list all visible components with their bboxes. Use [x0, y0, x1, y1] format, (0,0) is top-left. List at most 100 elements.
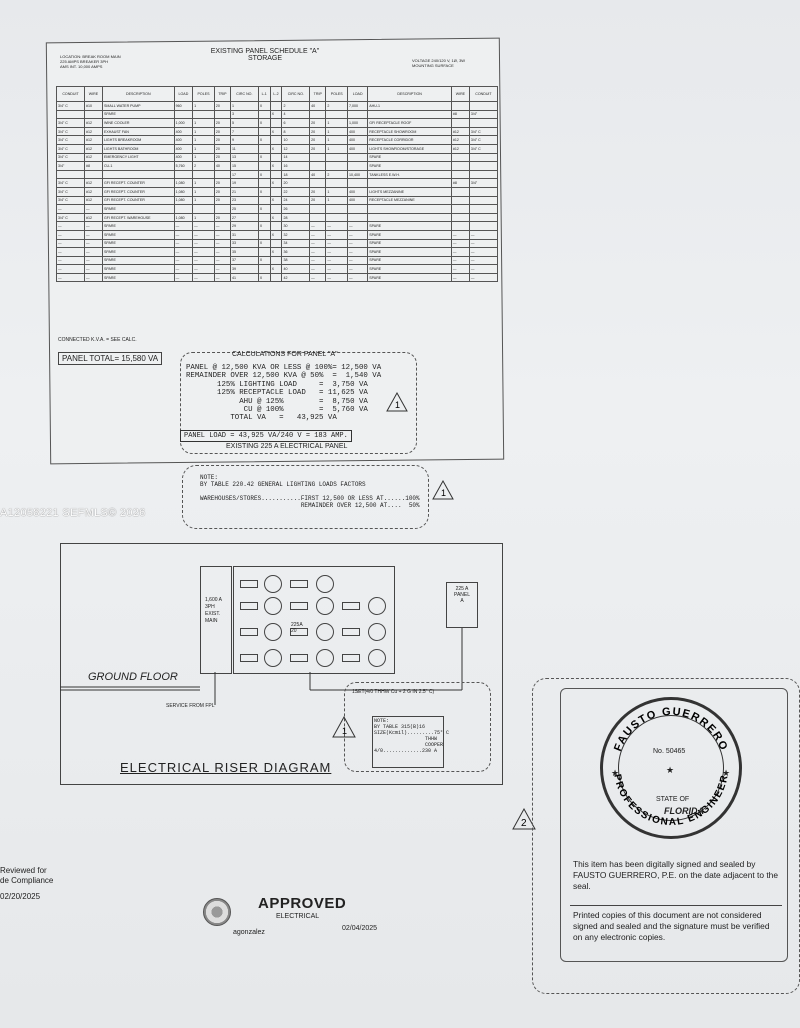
- revision-triangle-icon: 1: [432, 479, 454, 502]
- table-header-cell: TRIP: [309, 86, 327, 102]
- breaker-label: 225A 20: [291, 622, 303, 634]
- revision-triangle-icon: 1: [386, 391, 408, 414]
- star-icon: ★: [722, 768, 731, 778]
- table-cell: SPARE: [367, 272, 452, 283]
- county-seal-icon: [203, 898, 231, 926]
- location-line: 225 AMPS BREAKER 3PH: [60, 59, 109, 64]
- seal-name-text: FAUSTO GUERRERO: [612, 706, 730, 753]
- voltage-line: MOUNTING SURFACE: [412, 63, 454, 68]
- notice-divider: [570, 905, 782, 906]
- wire-size-note: NOTE: BY TABLE 315(B)16 SIZE(Kcmil).....…: [372, 716, 449, 768]
- breaker-icon: [264, 575, 282, 593]
- meter-slot: [240, 628, 258, 636]
- meter-slot: [342, 628, 360, 636]
- lighting-factors-note: NOTE: BY TABLE 220.42 GENERAL LIGHTING L…: [200, 474, 420, 509]
- table-header-cell: CIRC NO.: [230, 86, 259, 102]
- revision-number: 1: [441, 488, 446, 498]
- meter-slot: [290, 602, 308, 610]
- print-notice: Printed copies of this document are not …: [573, 910, 770, 942]
- approved-reviewer: agonzalez: [233, 929, 265, 936]
- table-header-cell: CONDUIT: [468, 86, 499, 102]
- meter-slot: [342, 602, 360, 610]
- review-line1: Reviewed for: [0, 866, 47, 875]
- table-cell: —: [213, 272, 232, 283]
- feeder-label: 1SET(4/0 THHW Cu + 2 G IN 2.5" C): [352, 689, 435, 695]
- main-label: 1,600 A 3PH EXIST. MAIN: [205, 597, 222, 624]
- note-revision-cloud: [182, 465, 429, 529]
- table-header-cell: DESCRIPTION: [101, 86, 175, 102]
- review-stamp: Reviewed for de Compliance 02/20/2025: [0, 866, 53, 902]
- breaker-icon: [368, 623, 386, 641]
- breaker-icon: [368, 649, 386, 667]
- review-line2: de Compliance: [0, 876, 54, 885]
- main-disconnect: [200, 566, 232, 674]
- meter-slot: [240, 580, 258, 588]
- table-cell: —: [347, 272, 369, 283]
- meter-slot: [290, 628, 308, 636]
- riser-title: ELECTRICAL RISER DIAGRAM: [120, 760, 332, 775]
- table-header-cell: TRIP: [213, 86, 232, 102]
- revision-number: 1: [342, 726, 347, 736]
- table-cell: 41: [230, 272, 259, 283]
- schedule-subtitle: STORAGE: [247, 55, 283, 62]
- breaker-icon: [264, 597, 282, 615]
- connected-kva: CONNECTED K.V.A. = SEE CALC.: [58, 337, 137, 343]
- table-cell: SPARE: [101, 272, 175, 283]
- table-cell: —: [309, 272, 327, 283]
- meter-gutter: [233, 566, 395, 674]
- meter-slot: [290, 654, 308, 662]
- voltage-line: VOLTAGE 240/120 V, 1Ø, 3W: [412, 58, 466, 63]
- table-cell: —: [468, 272, 499, 283]
- calc-revision-cloud: [180, 352, 417, 454]
- ground-floor-label: GROUND FLOOR: [88, 671, 178, 683]
- seal-ring-text: FAUSTO GUERRERO PROFESSIONAL ENGINEER: [611, 706, 730, 828]
- star-icon: ★: [611, 768, 620, 778]
- feeder-revision-cloud: [344, 682, 491, 772]
- breaker-icon: [316, 597, 334, 615]
- table-header-cell: LOAD: [347, 86, 369, 102]
- calc-lines: PANEL @ 12,500 KVA OR LESS @ 100%= 12,50…: [186, 364, 382, 423]
- revision-number: 1: [395, 400, 400, 410]
- schedule-title: EXISTING PANEL SCHEDULE "A" STORAGE: [190, 48, 340, 62]
- panel-total: PANEL TOTAL= 15,580 VA: [58, 352, 163, 365]
- revision-number: 2: [521, 818, 527, 829]
- schedule-title-text: EXISTING PANEL SCHEDULE "A": [210, 48, 320, 55]
- engineer-seal: [600, 697, 742, 839]
- signature-notice: This item has been digitally signed and …: [573, 859, 778, 891]
- location-line: AMS INT. 10,000 AMPS: [60, 64, 103, 69]
- breaker-icon: [316, 649, 334, 667]
- panel-load: PANEL LOAD = 43,925 VA/240 V = 183 AMP.: [180, 430, 352, 442]
- table-cell: —: [55, 272, 86, 283]
- revision-triangle-icon: 1: [332, 715, 356, 740]
- table-header-cell: DESCRIPTION: [367, 86, 452, 102]
- breaker-icon: [316, 575, 334, 593]
- calc-title: CALCULATIONS FOR PANEL "A": [232, 351, 338, 358]
- riser-diagram-frame: [60, 543, 503, 785]
- panel-a-box: 225 A PANEL A: [446, 582, 478, 628]
- breaker-icon: [264, 649, 282, 667]
- existing-panel: EXISTING 225 A ELECTRICAL PANEL: [226, 443, 348, 450]
- approved-stamp: APPROVED: [258, 895, 347, 912]
- star-icon: ★: [666, 765, 675, 775]
- revision-triangle-icon: 2: [512, 807, 536, 832]
- location-line: LOCATION: BREAK ROOM MAIN: [60, 54, 121, 59]
- breaker-icon: [316, 623, 334, 641]
- mls-watermark: A12058221 SEFMLS© 2026: [0, 507, 146, 519]
- breaker-icon: [368, 597, 386, 615]
- service-label: SERVICE FROM FPL: [166, 703, 215, 709]
- meter-slot: [240, 602, 258, 610]
- approved-date: 02/04/2025: [342, 925, 378, 932]
